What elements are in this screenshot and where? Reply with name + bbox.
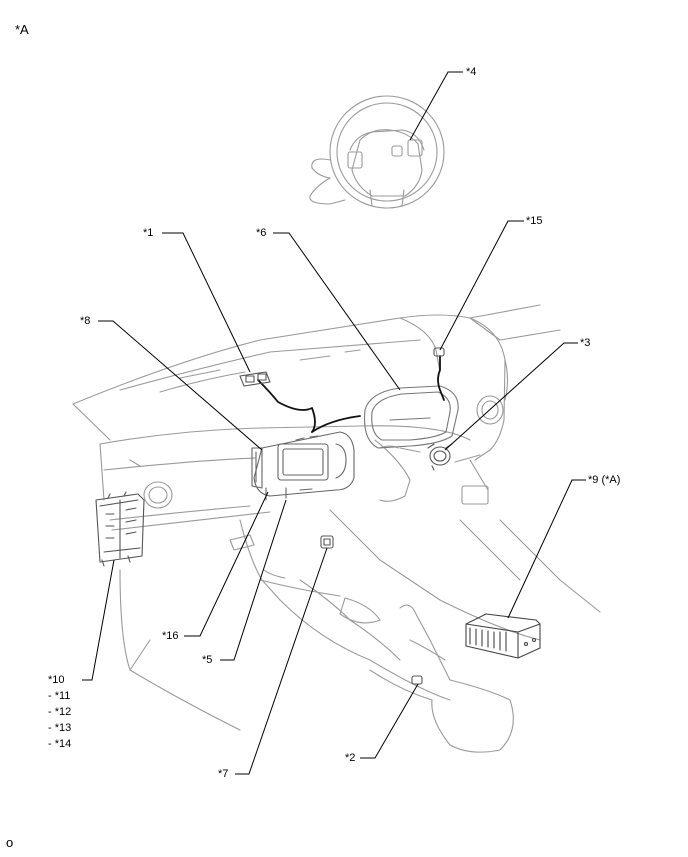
dashboard-outline [72,304,601,753]
wire-harness [257,355,445,433]
callout-15: *15 [526,215,543,227]
control-module [465,613,541,659]
callout-4: *4 [466,66,477,78]
bracket-component [239,371,271,387]
junction-block [95,491,145,567]
sensor-component [433,347,445,357]
callout-6: *6 [256,227,267,239]
leader-lines [82,71,586,775]
callout-11: - *11 [48,690,71,702]
callout-13: - *13 [48,722,72,734]
callout-9: *9 (*A) [588,474,621,486]
callout-14: - *14 [48,738,72,750]
combination-meter [363,385,459,449]
callout-12: - *12 [48,706,72,718]
callout-16: *16 [162,630,179,642]
spiral-cable [427,443,453,471]
callout-2: *2 [345,752,356,764]
sensor-small [411,675,423,685]
callout-8: *8 [80,315,91,327]
switch-component [320,535,334,549]
callout-1: *1 [143,227,154,239]
callout-5: *5 [202,654,213,666]
callout-3: *3 [580,337,591,349]
callout-7: *7 [218,768,229,780]
navigation-head-unit [251,431,355,501]
view-label: *A [15,22,29,37]
steering-wheel [309,95,445,209]
callout-10: *10 [48,674,65,686]
footer-code: o [6,835,14,850]
